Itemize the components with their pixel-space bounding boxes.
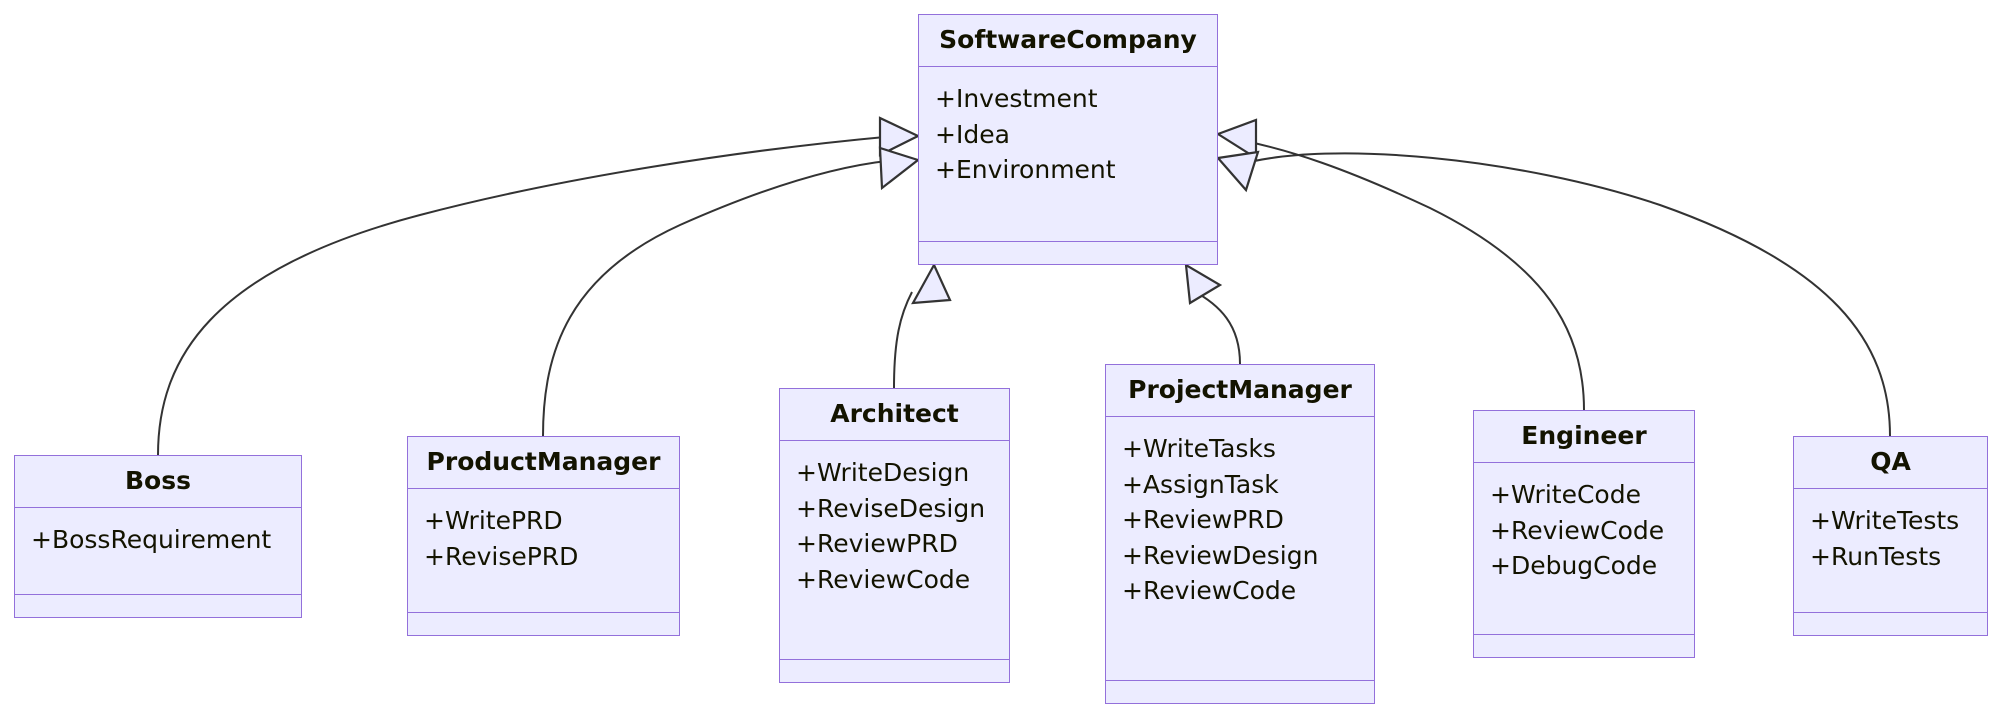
class-member: +AssignTask: [1122, 469, 1279, 499]
class-members-boss: +BossRequirement: [15, 508, 301, 595]
class-member: +RunTests: [1810, 541, 1942, 571]
class-members-qa: +WriteTests +RunTests: [1794, 489, 1987, 613]
class-methods-boss: [15, 595, 301, 617]
class-node-boss[interactable]: Boss +BossRequirement: [14, 455, 302, 618]
class-methods-qa: [1794, 613, 1987, 635]
class-member: +ReviewPRD: [796, 529, 958, 558]
class-members-softwarecompany: +Investment +Idea +Environment: [919, 67, 1217, 242]
class-methods-productmanager: [408, 613, 679, 635]
class-member: +Idea: [935, 119, 1010, 149]
class-node-architect[interactable]: Architect +WriteDesign +ReviseDesign +Re…: [779, 388, 1010, 683]
class-member: +ReviewDesign: [1122, 540, 1319, 570]
class-member: +WriteTests: [1810, 506, 1960, 535]
class-methods-softwarecompany: [919, 242, 1217, 264]
class-title-architect: Architect: [780, 389, 1009, 441]
class-member: +ReviewPRD: [1122, 505, 1284, 534]
class-members-engineer: +WriteCode +ReviewCode +DebugCode: [1474, 463, 1694, 635]
class-member: +Environment: [935, 155, 1116, 184]
class-member: +RevisePRD: [424, 541, 579, 571]
inheritance-arrowhead-engineer: [1215, 118, 1258, 160]
edge-architect-to-softwarecompany: [893, 291, 913, 389]
class-title-boss: Boss: [15, 456, 301, 508]
class-member: +WriteTasks: [1122, 434, 1276, 463]
class-member: +WriteCode: [1490, 480, 1641, 509]
class-member: +BossRequirement: [31, 525, 272, 554]
class-member: +WritePRD: [424, 506, 563, 535]
class-title-productmanager: ProductManager: [408, 437, 679, 489]
class-methods-architect: [780, 660, 1009, 682]
class-members-architect: +WriteDesign +ReviseDesign +ReviewPRD +R…: [780, 441, 1009, 660]
inheritance-arrowhead-qa: [1215, 150, 1260, 193]
class-member: +DebugCode: [1490, 551, 1658, 580]
class-members-projectmanager: +WriteTasks +AssignTask +ReviewPRD +Revi…: [1106, 417, 1374, 681]
class-title-softwarecompany: SoftwareCompany: [919, 15, 1217, 67]
class-title-engineer: Engineer: [1474, 411, 1694, 463]
class-node-productmanager[interactable]: ProductManager +WritePRD +RevisePRD: [407, 436, 680, 636]
class-member: +ReviewCode: [1122, 576, 1297, 605]
class-member: +Investment: [935, 84, 1098, 113]
class-node-qa[interactable]: QA +WriteTests +RunTests: [1793, 436, 1988, 636]
class-member: +ReviewCode: [796, 564, 971, 594]
class-member: +ReviewCode: [1490, 515, 1665, 545]
class-title-projectmanager: ProjectManager: [1106, 365, 1374, 417]
class-members-productmanager: +WritePRD +RevisePRD: [408, 489, 679, 613]
edge-projectmanager-to-softwarecompany: [1191, 289, 1241, 365]
inheritance-arrowhead-productmanager: [878, 146, 921, 191]
class-methods-engineer: [1474, 635, 1694, 657]
class-node-softwarecompany[interactable]: SoftwareCompany +Investment +Idea +Envir…: [918, 14, 1218, 265]
inheritance-arrowhead-architect: [911, 262, 952, 305]
class-node-projectmanager[interactable]: ProjectManager +WriteTasks +AssignTask +…: [1105, 364, 1375, 704]
class-title-qa: QA: [1794, 437, 1987, 489]
class-methods-projectmanager: [1106, 681, 1374, 703]
class-member: +ReviseDesign: [796, 493, 986, 523]
inheritance-arrowhead-projectmanager: [1184, 262, 1223, 305]
class-node-engineer[interactable]: Engineer +WriteCode +ReviewCode +DebugCo…: [1473, 410, 1695, 658]
inheritance-arrowhead-boss: [878, 116, 921, 157]
class-member: +WriteDesign: [796, 458, 970, 487]
